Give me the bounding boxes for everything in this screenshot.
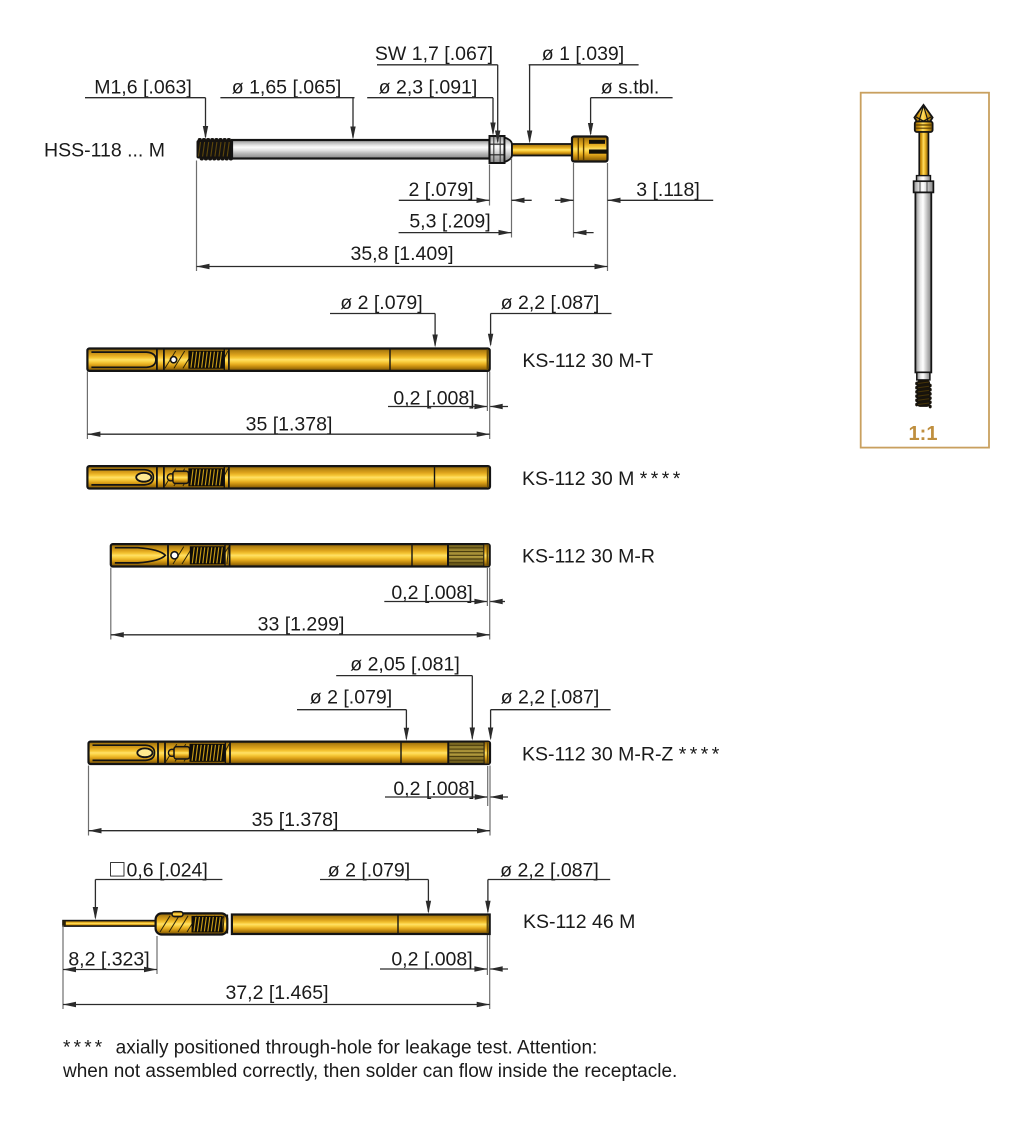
svg-text:ø s.tbl.: ø s.tbl. bbox=[601, 77, 660, 99]
svg-text:KS-112 46 M: KS-112 46 M bbox=[523, 911, 635, 933]
svg-text:2 [.079]: 2 [.079] bbox=[408, 179, 473, 201]
svg-text:KS-112 30 M-R: KS-112 30 M-R bbox=[522, 546, 655, 568]
svg-text:ø 2,3 [.091]: ø 2,3 [.091] bbox=[379, 77, 478, 99]
svg-text:0,2 [.008]: 0,2 [.008] bbox=[393, 388, 474, 410]
svg-text:35 [1.378]: 35 [1.378] bbox=[246, 414, 333, 436]
svg-text:35,8 [1.409]: 35,8 [1.409] bbox=[350, 243, 453, 265]
svg-text:ø 2,2 [.087]: ø 2,2 [.087] bbox=[501, 687, 600, 709]
svg-text:KS-112 30 M-R-Z ****: KS-112 30 M-R-Z **** bbox=[522, 744, 723, 766]
svg-text:ø 1 [.039]: ø 1 [.039] bbox=[542, 43, 624, 65]
svg-text:ø 2,2 [.087]: ø 2,2 [.087] bbox=[500, 860, 599, 882]
svg-text:ø 2,2 [.087]: ø 2,2 [.087] bbox=[501, 292, 600, 314]
svg-text:when not assembled correctly,: when not assembled correctly, then solde… bbox=[62, 1061, 677, 1082]
svg-text:ø 2 [.079]: ø 2 [.079] bbox=[310, 687, 392, 709]
svg-text:ø 1,65 [.065]: ø 1,65 [.065] bbox=[232, 77, 342, 99]
svg-text:0,2 [.008]: 0,2 [.008] bbox=[393, 778, 474, 800]
svg-text:1:1: 1:1 bbox=[909, 423, 938, 445]
svg-text:KS-112 30 M-T: KS-112 30 M-T bbox=[522, 350, 653, 372]
svg-text:ø 2 [.079]: ø 2 [.079] bbox=[328, 860, 410, 882]
svg-text:KS-112 30 M ****: KS-112 30 M **** bbox=[522, 468, 684, 490]
svg-text:□0,6 [.024]: □0,6 [.024] bbox=[110, 856, 208, 883]
svg-text:SW 1,7 [.067]: SW 1,7 [.067] bbox=[375, 43, 493, 65]
svg-text:**** axially positioned throug: **** axially positioned through-hole for… bbox=[63, 1038, 597, 1059]
svg-text:0,2 [.008]: 0,2 [.008] bbox=[391, 582, 472, 604]
svg-text:37,2 [1.465]: 37,2 [1.465] bbox=[225, 982, 328, 1004]
svg-text:HSS-118 ... M: HSS-118 ... M bbox=[44, 139, 165, 161]
svg-text:8,2 [.323]: 8,2 [.323] bbox=[68, 949, 149, 971]
svg-text:35 [1.378]: 35 [1.378] bbox=[252, 809, 339, 831]
svg-text:5,3 [.209]: 5,3 [.209] bbox=[409, 211, 490, 233]
svg-text:M1,6 [.063]: M1,6 [.063] bbox=[94, 77, 192, 99]
svg-text:ø 2 [.079]: ø 2 [.079] bbox=[340, 292, 422, 314]
svg-text:0,2 [.008]: 0,2 [.008] bbox=[391, 949, 472, 971]
svg-text:33 [1.299]: 33 [1.299] bbox=[258, 614, 345, 636]
svg-text:3 [.118]: 3 [.118] bbox=[636, 179, 700, 201]
svg-text:ø 2,05 [.081]: ø 2,05 [.081] bbox=[350, 654, 460, 676]
